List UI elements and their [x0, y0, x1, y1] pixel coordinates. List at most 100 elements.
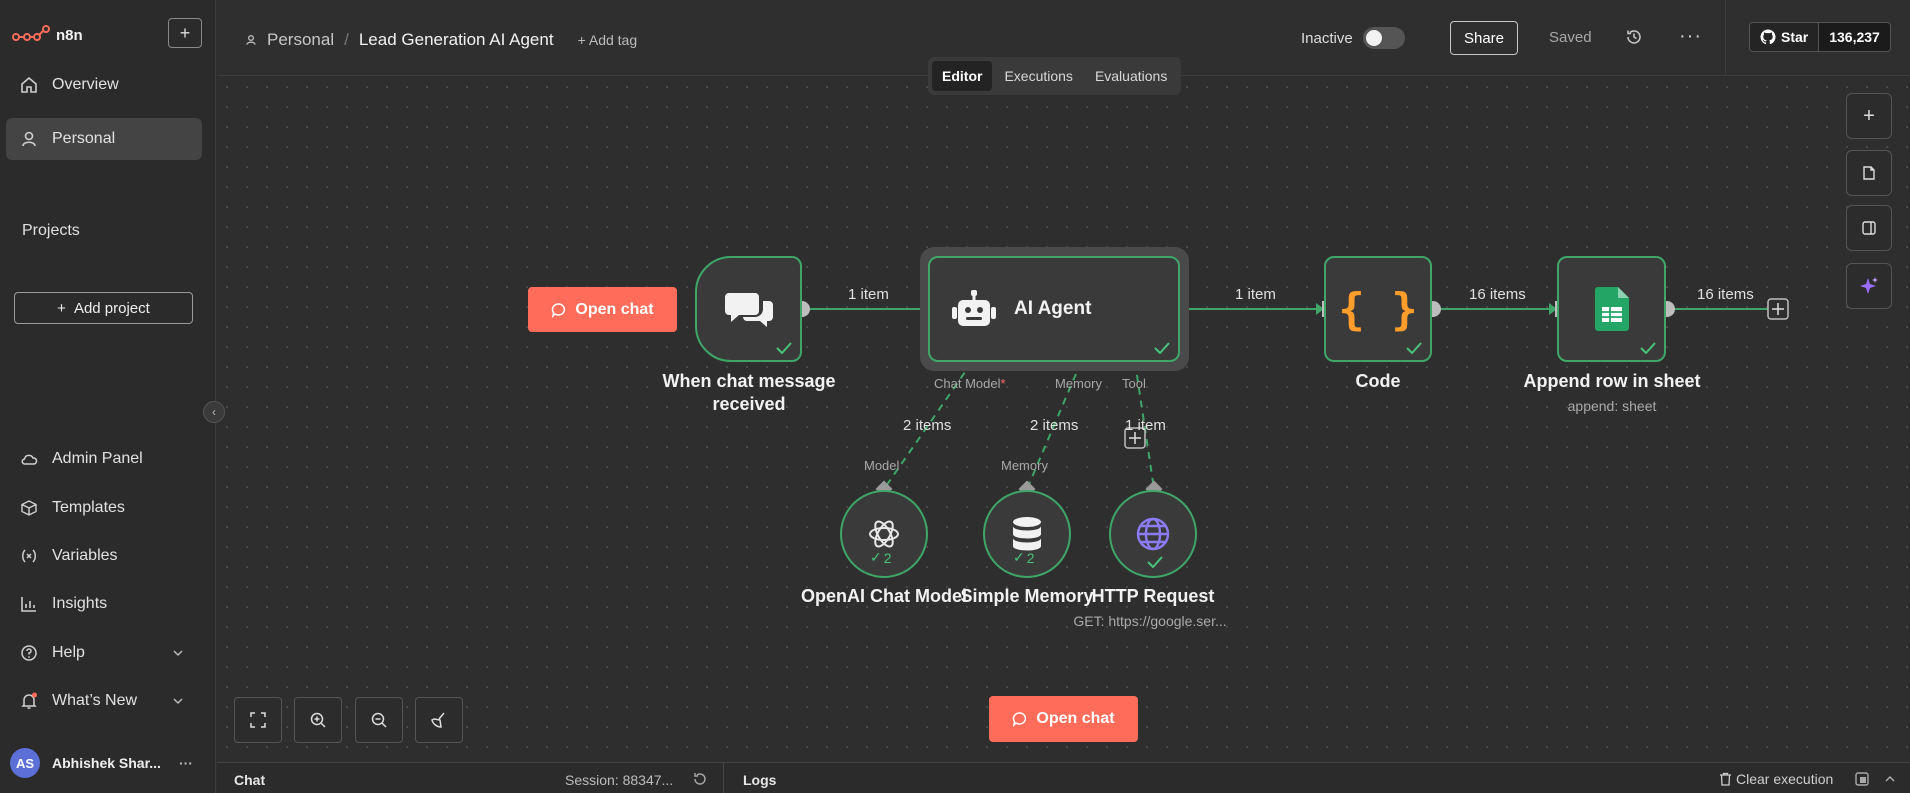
- pop-out-icon[interactable]: [1855, 772, 1869, 786]
- tab-editor[interactable]: Editor: [932, 61, 993, 91]
- zoom-in-button[interactable]: [294, 697, 342, 743]
- node-openai-chat-model[interactable]: ✓2: [840, 490, 928, 578]
- run-count-value: 2: [1026, 549, 1035, 566]
- note-icon: [1863, 166, 1875, 180]
- sidebar-item-label: Admin Panel: [52, 450, 143, 467]
- broom-icon: [431, 712, 445, 728]
- edge-label: 1 item: [1125, 417, 1166, 434]
- avatar: AS: [10, 748, 40, 778]
- cloud-icon: [21, 454, 38, 465]
- open-chat-button-bottom[interactable]: Open chat: [989, 696, 1138, 742]
- node-http-request[interactable]: [1109, 490, 1197, 578]
- logs-panel-tab[interactable]: Logs: [743, 772, 777, 788]
- memory-in-port-label: Memory: [1001, 458, 1048, 473]
- github-star[interactable]: Star: [1750, 23, 1820, 51]
- globe-icon: [1136, 517, 1170, 551]
- openai-label: OpenAI Chat Model: [801, 586, 967, 606]
- code-label: Code: [1355, 371, 1401, 391]
- github-star-button[interactable]: Star 136,237: [1749, 22, 1891, 52]
- logo-text: n8n: [56, 26, 83, 44]
- logo[interactable]: n8n: [12, 24, 83, 46]
- bell-icon: [21, 692, 37, 709]
- user-name: Abhishek Shar...: [52, 755, 161, 771]
- tab-evaluations[interactable]: Evaluations: [1094, 68, 1168, 84]
- plus-icon: +: [1863, 104, 1875, 127]
- github-icon: [1760, 29, 1776, 45]
- memory-port-label: Memory: [1055, 376, 1102, 391]
- chevron-down-icon: [173, 650, 183, 657]
- sidebar-item-admin-panel[interactable]: Admin Panel: [6, 438, 202, 480]
- sidebar-item-variables[interactable]: Variables: [6, 535, 202, 577]
- add-project-label: Add project: [73, 299, 150, 317]
- google-sheets-icon: [1594, 287, 1629, 331]
- github-star-count: 136,237: [1819, 23, 1890, 51]
- sidebar-item-templates[interactable]: Templates: [6, 487, 202, 529]
- tidy-up-button[interactable]: [415, 697, 463, 743]
- sticky-note-button[interactable]: [1846, 150, 1892, 196]
- breadcrumb-separator: /: [344, 30, 349, 49]
- user-icon: [22, 131, 36, 147]
- reset-session-icon[interactable]: [693, 772, 707, 786]
- box-icon: [21, 500, 37, 516]
- sidebar-item-help[interactable]: Help: [6, 632, 202, 674]
- divider: [723, 763, 724, 793]
- chat-panel-tab[interactable]: Chat: [234, 772, 266, 788]
- sidebar-item-personal[interactable]: Personal: [6, 118, 202, 160]
- add-project-button[interactable]: + Add project: [14, 292, 193, 324]
- toggle-knob: [1366, 30, 1382, 46]
- fit-view-button[interactable]: [234, 697, 282, 743]
- success-check-icon: [776, 342, 792, 354]
- node-label: When chat message received: [640, 370, 858, 416]
- zoom-out-button[interactable]: [355, 697, 403, 743]
- edge-label: 1 item: [848, 286, 889, 303]
- open-chat-button[interactable]: Open chat: [528, 287, 677, 332]
- history-icon[interactable]: [1625, 28, 1643, 46]
- node-google-sheets[interactable]: [1557, 256, 1666, 362]
- sidebar-item-insights[interactable]: Insights: [6, 583, 202, 625]
- variable-icon: [22, 549, 36, 563]
- sidebar: n8n + Overview Personal Projects + Add p…: [0, 0, 216, 793]
- session-id: Session: 88347...: [565, 772, 674, 788]
- ai-assistant-button[interactable]: [1846, 263, 1892, 309]
- edge-label: 1 item: [1235, 286, 1276, 303]
- sidebar-item-overview[interactable]: Overview: [6, 64, 202, 106]
- database-icon: [1013, 517, 1041, 551]
- collapse-sidebar-button[interactable]: ‹: [203, 401, 225, 423]
- chevron-down-icon: [173, 698, 183, 705]
- more-icon[interactable]: ···: [178, 755, 193, 771]
- chevron-up-icon[interactable]: [1884, 773, 1896, 785]
- chat-bubble-icon: [552, 302, 566, 318]
- port-label: Chat Model*: [934, 376, 1006, 391]
- add-tag-button[interactable]: + Add tag: [577, 32, 638, 48]
- user-menu[interactable]: AS Abhishek Shar... ···: [10, 748, 193, 778]
- home-icon: [21, 76, 37, 93]
- trigger-label-line2: received: [712, 394, 786, 414]
- github-star-label: Star: [1781, 29, 1809, 45]
- clear-execution-label: Clear execution: [1736, 771, 1834, 787]
- node-chat-trigger[interactable]: [695, 256, 802, 362]
- sidebar-item-whats-new[interactable]: What’s New: [6, 680, 202, 722]
- saved-status: Saved: [1549, 29, 1592, 46]
- http-subtitle: GET: https://google.ser...: [1073, 613, 1227, 629]
- zoom-out-icon: [371, 712, 387, 728]
- plus-icon: +: [179, 22, 191, 43]
- workflow-name[interactable]: Lead Generation AI Agent: [358, 30, 554, 49]
- clear-execution-button[interactable]: Clear execution: [1719, 771, 1833, 787]
- add-node-button[interactable]: +: [1846, 93, 1892, 139]
- divider: [1725, 0, 1726, 76]
- toggle-panel-button[interactable]: [1846, 205, 1892, 251]
- tab-executions[interactable]: Executions: [1004, 68, 1073, 84]
- activate-toggle[interactable]: [1363, 27, 1405, 49]
- panel-icon: [1862, 221, 1876, 235]
- node-code[interactable]: { }: [1324, 256, 1432, 362]
- breadcrumb-project[interactable]: Personal: [267, 30, 335, 49]
- share-button[interactable]: Share: [1450, 21, 1518, 55]
- success-check-icon: [1154, 342, 1170, 354]
- node-ai-agent[interactable]: AI Agent: [928, 256, 1180, 362]
- bottom-panel-bar: Chat Session: 88347... Logs Clear execut…: [217, 762, 1910, 793]
- edge-label: 2 items: [1030, 417, 1079, 434]
- run-count: ✓2: [1013, 549, 1035, 566]
- more-options-button[interactable]: ···: [1679, 25, 1702, 47]
- create-button[interactable]: +: [168, 18, 202, 48]
- node-simple-memory[interactable]: ✓2: [983, 490, 1071, 578]
